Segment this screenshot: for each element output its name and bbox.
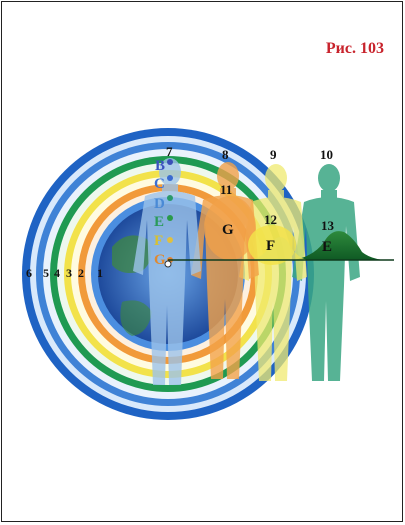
inner-label-13: 13 bbox=[321, 218, 335, 233]
ring-label-6: 6 bbox=[26, 266, 32, 280]
chakra-letter-c: C bbox=[154, 176, 165, 192]
ring-label-2: 2 bbox=[78, 266, 84, 280]
ring-label-5: 5 bbox=[43, 266, 49, 280]
ring-label-1: 1 bbox=[97, 266, 103, 280]
baseline-origin bbox=[165, 261, 171, 267]
chakra-letter-d: D bbox=[154, 196, 165, 212]
body-letter-f: F bbox=[266, 238, 275, 254]
figure-label-8: 8 bbox=[222, 147, 229, 162]
ring-label-4: 4 bbox=[54, 266, 60, 280]
chakra-letter-e: E bbox=[154, 214, 164, 230]
figure-label-7: 7 bbox=[166, 144, 173, 159]
body-letter-e: E bbox=[322, 239, 332, 255]
figure-label-9: 9 bbox=[270, 147, 277, 162]
ring-label-3: 3 bbox=[66, 266, 72, 280]
body-letter-g: G bbox=[222, 222, 234, 238]
chakra-letter-f: F bbox=[154, 233, 163, 249]
inner-label-11: 11 bbox=[220, 182, 232, 197]
inner-label-12: 12 bbox=[264, 212, 277, 227]
figure-label-10: 10 bbox=[320, 147, 333, 162]
chakra-letter-g: G bbox=[154, 252, 166, 268]
chakra-letter-b: B bbox=[155, 158, 165, 174]
